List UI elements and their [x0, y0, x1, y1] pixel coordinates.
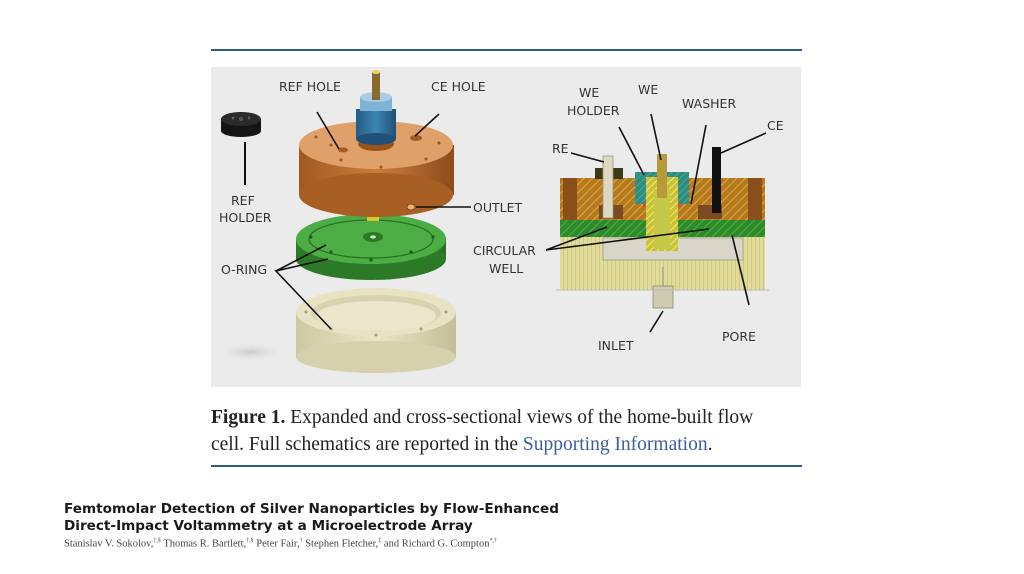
label-re: RE — [552, 141, 569, 156]
paper-title-line-1: Femtomolar Detection of Silver Nanoparti… — [64, 501, 559, 517]
supporting-information-link[interactable]: Supporting Information — [522, 434, 708, 455]
author-affiliation: †,§ — [153, 538, 161, 544]
bottom-rule — [211, 465, 802, 467]
caption-end: . — [707, 434, 713, 455]
green-plate-part — [296, 207, 446, 280]
top-rule — [211, 49, 802, 51]
author-name: Peter Fair, — [256, 538, 300, 550]
ref-holder-part — [221, 112, 261, 185]
cross-section-view — [556, 147, 769, 309]
label-ref-holder-1: REF — [231, 193, 255, 208]
floor-shadow — [216, 342, 286, 362]
paper-title-line-2: Direct-Impact Voltammetry at a Microelec… — [64, 518, 473, 534]
figure-1-schematic: REF HOLE CE HOLE REF HOLDER OUTLET O-RIN… — [216, 70, 784, 373]
label-ref-holder-2: HOLDER — [219, 210, 272, 225]
label-we-holder-2: HOLDER — [567, 103, 620, 118]
label-circular-well-1: CIRCULAR — [473, 243, 536, 258]
author-affiliation: *,† — [489, 538, 497, 544]
label-ce: CE — [767, 118, 784, 133]
label-we: WE — [638, 82, 658, 97]
base-part — [296, 288, 456, 373]
author-affiliation: † — [299, 538, 303, 544]
author-name: Stephen Fletcher, — [305, 538, 379, 550]
caption-text-1: Expanded and cross-sectional views of th… — [285, 407, 754, 428]
author-affiliation: ‡ — [378, 538, 382, 544]
label-o-ring: O-RING — [221, 262, 267, 277]
label-outlet: OUTLET — [473, 200, 522, 215]
exploded-leader-lines — [274, 111, 471, 330]
caption-text-2: cell. Full schematics are reported in th… — [211, 434, 523, 455]
author-name: Stanislav V. Sokolov, — [64, 538, 154, 550]
label-ref-hole: REF HOLE — [279, 79, 341, 94]
figure-label: Figure 1. — [211, 407, 286, 428]
label-circular-well-2: WELL — [489, 261, 523, 276]
cross-section-leader-lines — [545, 113, 767, 333]
figure-panel: REF HOLE CE HOLE REF HOLDER OUTLET O-RIN… — [211, 67, 801, 387]
paper-title: Femtomolar Detection of Silver Nanoparti… — [64, 501, 584, 535]
label-washer: WASHER — [682, 96, 736, 111]
author-name: and Richard G. Compton — [383, 538, 490, 550]
author-list: Stanislav V. Sokolov,†,§ Thomas R. Bartl… — [64, 538, 497, 550]
label-inlet: INLET — [598, 338, 634, 353]
label-ce-hole: CE HOLE — [431, 79, 486, 94]
figure-caption: Figure 1. Expanded and cross-sectional v… — [211, 404, 806, 458]
author-affiliation: †,§ — [246, 538, 254, 544]
we-holder-cylinder — [356, 70, 396, 145]
label-pore: PORE — [722, 329, 756, 344]
author-name: Thomas R. Bartlett, — [163, 538, 247, 550]
label-we-holder-1: WE — [579, 85, 599, 100]
